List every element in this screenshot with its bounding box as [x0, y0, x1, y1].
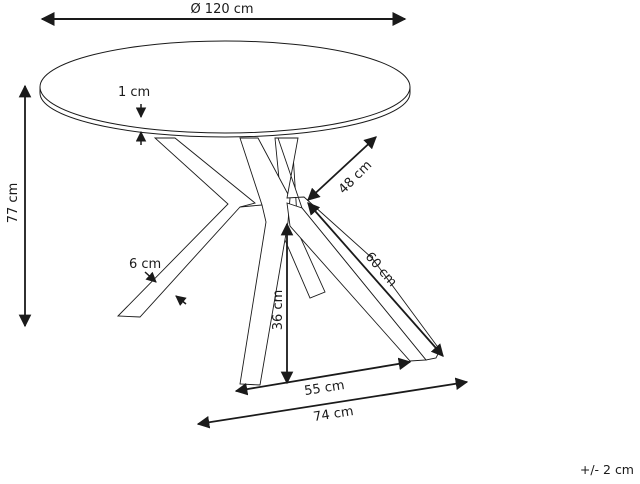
thickness-dimension: 1 cm	[118, 85, 150, 145]
upper-leg-label: 48 cm	[336, 158, 375, 197]
clearance-dimension: 36 cm	[271, 222, 294, 385]
table-legs	[116, 137, 441, 386]
upper-leg-dimension: 48 cm	[307, 136, 377, 201]
height-label: 77 cm	[6, 183, 21, 224]
lower-leg-dimension: 60 cm	[307, 202, 444, 357]
thickness-label: 1 cm	[118, 85, 150, 100]
inner-span-label: 55 cm	[303, 378, 345, 399]
diameter-dimension: Ø 120 cm	[40, 2, 407, 26]
diameter-label: Ø 120 cm	[190, 2, 253, 17]
clearance-label: 36 cm	[271, 290, 286, 331]
leg-width-label: 6 cm	[129, 257, 161, 272]
outer-span-label: 74 cm	[312, 404, 354, 425]
outer-span-dimension: 74 cm	[196, 377, 469, 429]
height-dimension: 77 cm	[6, 84, 32, 328]
table-top	[39, 40, 411, 138]
leg-width-dimension: 6 cm	[129, 257, 187, 307]
tolerance-note: +/- 2 cm	[579, 462, 634, 477]
